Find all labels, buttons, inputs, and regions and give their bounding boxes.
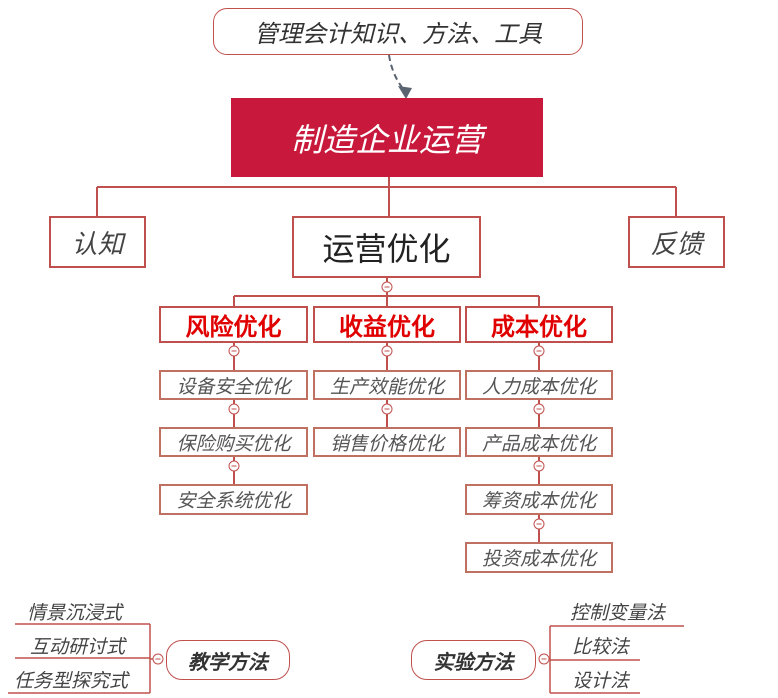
node-feedback: 反馈 (628, 216, 725, 268)
experiment-method-item: 比较法 (572, 636, 630, 658)
experiment-methods-title: 实验方法 (411, 640, 536, 680)
main-title: 制造企业运营 (231, 98, 543, 177)
revenue-item: 销售价格优化 (313, 427, 461, 457)
teaching-methods-title: 教学方法 (166, 640, 290, 680)
cost-item: 筹资成本优化 (465, 484, 613, 515)
experiment-method-item: 控制变量法 (570, 602, 666, 624)
node-cognition: 认知 (49, 216, 146, 268)
cost-item: 产品成本优化 (465, 427, 613, 457)
risk-item: 保险购买优化 (159, 427, 308, 457)
cost-item: 人力成本优化 (465, 370, 613, 400)
revenue-item: 生产效能优化 (313, 370, 461, 400)
category-revenue: 收益优化 (313, 306, 461, 343)
teaching-method-item: 情景沉浸式 (27, 602, 123, 624)
teaching-method-item: 任务型探究式 (14, 670, 129, 692)
node-operation-optimization: 运营优化 (292, 216, 481, 278)
risk-item: 设备安全优化 (159, 370, 308, 400)
category-cost: 成本优化 (465, 306, 613, 343)
risk-item: 安全系统优化 (159, 484, 308, 515)
category-risk: 风险优化 (159, 306, 308, 343)
cost-item: 投资成本优化 (465, 542, 613, 573)
teaching-method-item: 互动研讨式 (30, 636, 126, 658)
top-note: 管理会计知识、方法、工具 (213, 8, 583, 55)
experiment-method-item: 设计法 (572, 670, 630, 692)
